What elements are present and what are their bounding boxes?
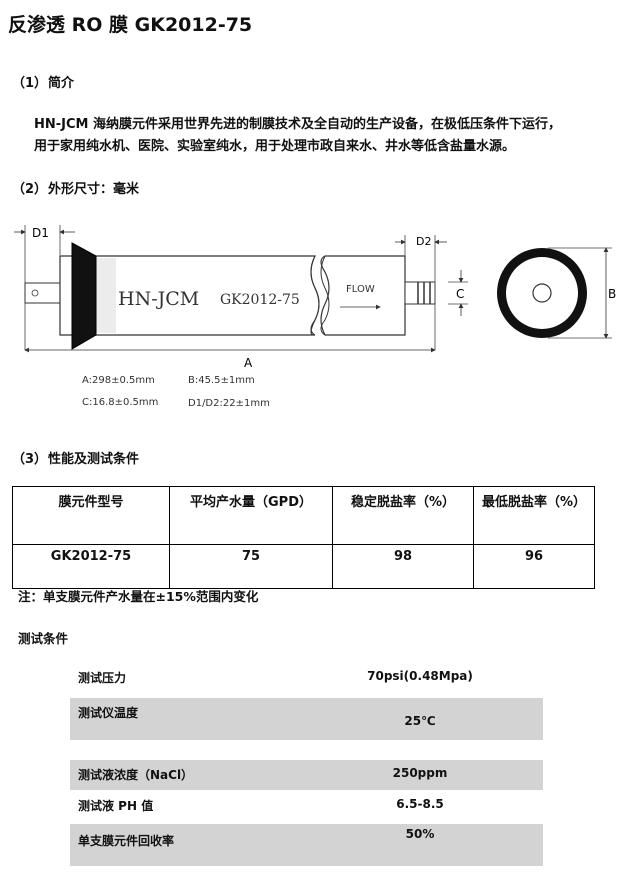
- table-cell: 98: [332, 544, 474, 589]
- brand-text: HN-JCM: [118, 288, 199, 310]
- condition-label: 测试仪温度: [78, 706, 139, 720]
- brine-seal: [71, 242, 97, 350]
- condition-label: 测试压力: [78, 671, 127, 685]
- performance-table: 膜元件型号 平均产水量（GPD） 稳定脱盐率（%） 最低脱盐率（%） GK201…: [12, 486, 595, 589]
- c-label: C: [456, 287, 464, 301]
- test-condition-row: 测试仪温度 25℃: [70, 698, 543, 740]
- section-label: 外形尺寸：毫米: [48, 182, 140, 197]
- break-line-right: [320, 255, 330, 336]
- table-header-cell: 膜元件型号: [12, 486, 170, 545]
- condition-label: 单支膜元件回收率: [78, 834, 175, 848]
- break-line-left: [310, 255, 320, 336]
- table-note: 注：单支膜元件产水量在±15%范围内变化: [18, 589, 259, 604]
- left-shaft: [24, 282, 62, 304]
- spec-b: B:45.5±1mm: [188, 375, 255, 386]
- condition-value: 70psi(0.48Mpa): [367, 669, 473, 683]
- table-cell: 96: [473, 544, 595, 589]
- section-label: 性能及测试条件: [48, 452, 140, 467]
- test-condition-row: 单支膜元件回收率 50%: [70, 824, 543, 866]
- section-label: 简介: [48, 76, 75, 91]
- intro-line-2: 用于家用纯水机、医院、实验室纯水，用于处理市政自来水、井水等低含盐量水源。: [34, 139, 516, 154]
- model-text: GK2012-75: [220, 292, 300, 308]
- table-cell: 75: [169, 544, 333, 589]
- section-number: （3）: [12, 452, 48, 467]
- test-condition-row: 测试压力 70psi(0.48Mpa): [70, 662, 543, 692]
- spec-d: D1/D2:22±1mm: [188, 398, 270, 409]
- spec-c: C:16.8±0.5mm: [82, 397, 158, 408]
- condition-label: 测试液 PH 值: [78, 799, 154, 813]
- a-label: A: [244, 356, 253, 370]
- table-cell: GK2012-75: [12, 544, 170, 589]
- page-title: 反渗透 RO 膜 GK2012-75: [8, 14, 253, 36]
- b-label: B: [608, 287, 616, 301]
- flow-label: FLOW: [346, 284, 375, 295]
- test-condition-row: 测试液 PH 值 6.5-8.5: [70, 792, 543, 820]
- intro-line-1: HN-JCM 海纳膜元件采用世界先进的制膜技术及全自动的生产设备，在极低压条件下…: [34, 117, 561, 132]
- section-number: （1）: [12, 76, 48, 91]
- test-condition-row: 测试液浓度（NaCl） 250ppm: [70, 760, 543, 790]
- d1-label: D1: [32, 226, 49, 240]
- membrane-dimension-drawing: D1 HN-JCM GK2012-75 FLOW D2 C A B A:298±…: [14, 225, 616, 409]
- shaft-hole: [31, 289, 39, 297]
- end-view-center-tube: [532, 283, 552, 303]
- condition-value: 25℃: [404, 714, 436, 728]
- test-conditions-title: 测试条件: [18, 631, 69, 646]
- table-row: GK2012-75 75 98 96: [12, 544, 595, 589]
- body-shading: [96, 258, 116, 333]
- section-perf-heading: （3）性能及测试条件: [12, 448, 139, 467]
- section-intro-heading: （1）简介: [12, 72, 74, 91]
- condition-label: 测试液浓度（NaCl）: [78, 768, 194, 782]
- membrane-body-right: [320, 255, 406, 336]
- section-number: （2）: [12, 182, 48, 197]
- condition-value: 250ppm: [392, 766, 448, 780]
- table-header-row: 膜元件型号 平均产水量（GPD） 稳定脱盐率（%） 最低脱盐率（%）: [12, 486, 595, 545]
- table-header-cell: 稳定脱盐率（%）: [332, 486, 474, 545]
- d2-label: D2: [416, 235, 431, 248]
- condition-value: 6.5-8.5: [396, 797, 444, 811]
- spec-a: A:298±0.5mm: [82, 375, 155, 386]
- intro-paragraph: HN-JCM 海纳膜元件采用世界先进的制膜技术及全自动的生产设备，在极低压条件下…: [34, 114, 561, 158]
- table-header-cell: 平均产水量（GPD）: [169, 486, 333, 545]
- condition-value: 50%: [405, 827, 435, 841]
- section-size-heading: （2）外形尺寸：毫米: [12, 178, 139, 197]
- table-header-cell: 最低脱盐率（%）: [473, 486, 595, 545]
